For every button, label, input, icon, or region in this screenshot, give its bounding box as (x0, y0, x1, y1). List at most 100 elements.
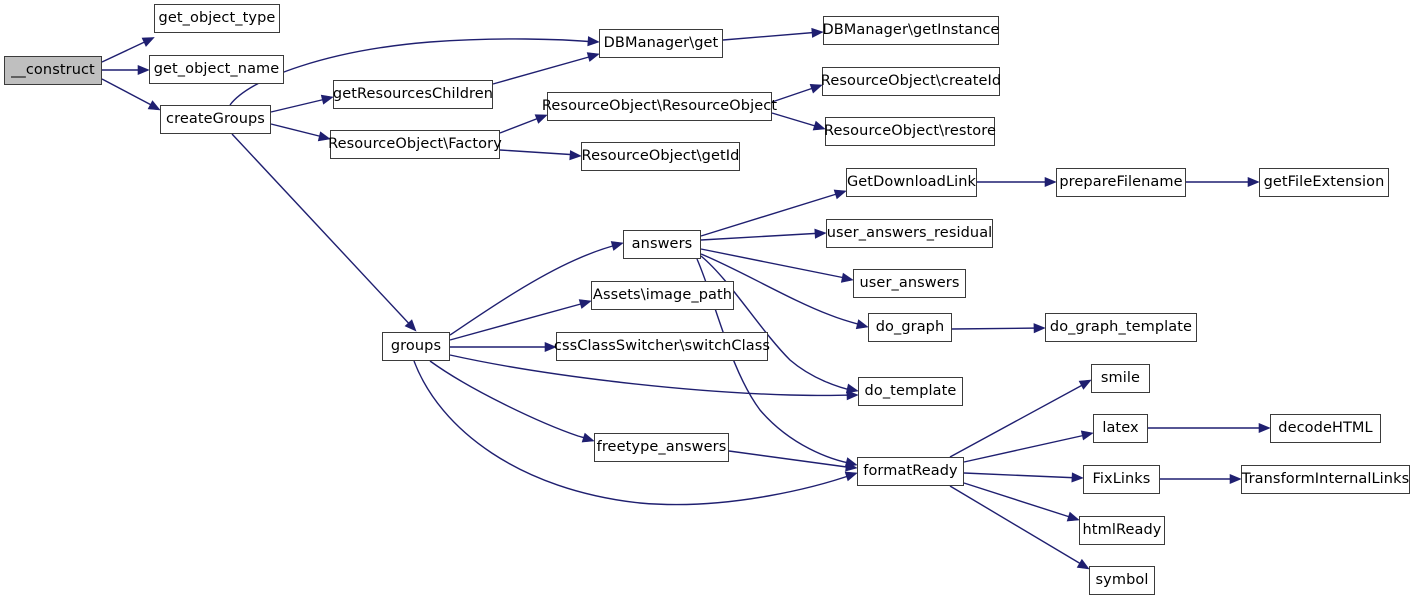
graph-node-user_answers_residual[interactable]: user_answers_residual (826, 219, 993, 248)
graph-node-get_object_type[interactable]: get_object_type (154, 4, 280, 33)
graph-node-latex[interactable]: latex (1093, 414, 1148, 443)
edge-construct-to-get_object_type (101, 38, 152, 63)
edge-groups-to-answers (449, 243, 621, 336)
graph-node-GetDownloadLink[interactable]: GetDownloadLink (846, 168, 977, 197)
graph-node-label: do_graph_template (1049, 319, 1193, 336)
edge-answers-to-do_template (700, 255, 856, 392)
edge-createGroups-to-groups (231, 133, 415, 330)
arrowhead-answers-to-user_answers (840, 272, 854, 283)
graph-node-label: get_object_name (153, 61, 280, 78)
graph-node-decodeHTML[interactable]: decodeHTML (1270, 414, 1381, 443)
graph-node-label: ResourceObject\getId (581, 148, 740, 165)
edge-freetype_answers-to-formatReady (728, 450, 855, 469)
edge-answers-to-user_answers_residual (700, 232, 824, 241)
graph-node-label: GetDownloadLink (846, 174, 977, 191)
edge-createGroups-to-ResourceObject_Factory (270, 123, 328, 139)
edge-ResourceObject_Factory-to-ResourceObject_getId (499, 149, 579, 156)
graph-node-do_template[interactable]: do_template (858, 377, 963, 406)
graph-node-label: decodeHTML (1278, 420, 1373, 437)
graph-node-htmlReady[interactable]: htmlReady (1079, 516, 1165, 545)
graph-node-label: do_template (864, 383, 957, 400)
arrowhead-groups-to-freetype_answers (581, 432, 595, 443)
graph-node-label: cssClassSwitcher\switchClass (553, 338, 771, 355)
arrowhead-createGroups-to-groups (404, 319, 417, 332)
graph-node-user_answers[interactable]: user_answers (853, 269, 966, 298)
arrowhead-ResourceObject_Factory-to-ResourceObject_getId (569, 150, 582, 161)
graph-node-createGroups[interactable]: createGroups (160, 105, 271, 134)
arrowhead-prepareFilename-to-getFileExtension (1247, 176, 1260, 188)
graph-node-label: answers (631, 236, 693, 253)
edge-groups-to-formatReady (413, 360, 855, 506)
graph-node-get_object_name[interactable]: get_object_name (149, 55, 284, 84)
arrowhead-createGroups-to-DBManager_get (587, 36, 600, 47)
graph-node-label: TransformInternalLinks (1241, 471, 1410, 488)
edge-groups-to-do_template (449, 354, 856, 397)
edge-answers-to-user_answers (700, 248, 851, 280)
graph-node-freetype_answers[interactable]: freetype_answers (594, 433, 729, 462)
arrowhead-answers-to-do_template (845, 383, 859, 394)
arrowhead-freetype_answers-to-formatReady (845, 461, 858, 472)
arrowhead-groups-to-answers (610, 241, 624, 251)
graph-node-DBManager_get[interactable]: DBManager\get (599, 29, 723, 58)
edge-groups-to-freetype_answers (429, 360, 592, 441)
graph-node-ResourceObject_Factory[interactable]: ResourceObject\Factory (328, 130, 502, 159)
graph-node-symbol[interactable]: symbol (1089, 566, 1155, 595)
graph-node-formatReady[interactable]: formatReady (857, 457, 964, 486)
graph-node-FixLinks[interactable]: FixLinks (1083, 465, 1160, 494)
edge-formatReady-to-latex (963, 433, 1091, 463)
arrowhead-groups-to-cssClassSwitcher_switchClass (544, 341, 557, 353)
graph-node-TransformInternalLinks[interactable]: TransformInternalLinks (1241, 465, 1410, 494)
graph-node-answers[interactable]: answers (623, 230, 701, 259)
graph-node-ResourceObject_getId[interactable]: ResourceObject\getId (581, 142, 740, 171)
graph-node-label: latex (1102, 420, 1139, 437)
edge-formatReady-to-FixLinks (963, 472, 1081, 479)
graph-node-cssClassSwitcher_switchClass[interactable]: cssClassSwitcher\switchClass (553, 332, 771, 361)
arrowhead-getResourcesChildren-to-DBManager_get (586, 52, 600, 62)
arrowhead-createGroups-to-ResourceObject_Factory (317, 131, 331, 142)
graph-node-label: getFileExtension (1263, 174, 1385, 191)
graph-node-do_graph[interactable]: do_graph (868, 313, 952, 342)
graph-node-DBManager_getInstance[interactable]: DBManager\getInstance (822, 16, 999, 45)
arrowhead-formatReady-to-latex (1080, 430, 1094, 441)
graph-node-ResourceObject_createId[interactable]: ResourceObject\createId (820, 67, 1002, 96)
graph-node-smile[interactable]: smile (1091, 364, 1150, 393)
graph-node-label: groups (390, 338, 442, 355)
graph-node-label: freetype_answers (596, 439, 727, 456)
graph-node-getFileExtension[interactable]: getFileExtension (1259, 168, 1389, 197)
arrowhead-construct-to-createGroups (147, 100, 161, 111)
graph-node-construct[interactable]: __construct (4, 56, 102, 85)
edge-groups-to-Assets_image_path (449, 301, 589, 341)
graph-node-label: ResourceObject\createId (820, 73, 1002, 90)
graph-node-prepareFilename[interactable]: prepareFilename (1056, 168, 1186, 197)
graph-node-label: ResourceObject\restore (823, 123, 997, 140)
graph-node-label: user_answers (859, 275, 960, 292)
graph-node-label: get_object_type (158, 10, 276, 27)
arrowhead-ResourceObject_Factory-to-ResourceObject_ResourceObject (534, 114, 548, 124)
arrowhead-formatReady-to-smile (1078, 379, 1092, 390)
edge-getResourcesChildren-to-DBManager_get (492, 54, 597, 85)
arrowhead-ResourceObject_ResourceObject-to-ResourceObject_createId (809, 83, 823, 94)
arrowhead-formatReady-to-htmlReady (1066, 511, 1080, 522)
graph-node-Assets_image_path[interactable]: Assets\image_path (591, 281, 734, 310)
graph-node-ResourceObject_ResourceObject[interactable]: ResourceObject\ResourceObject (542, 92, 777, 121)
edge-DBManager_get-to-DBManager_getInstance (722, 31, 821, 41)
arrowhead-DBManager_get-to-DBManager_getInstance (811, 27, 824, 38)
arrowhead-GetDownloadLink-to-prepareFilename (1044, 176, 1057, 188)
graph-node-label: do_graph (875, 319, 945, 336)
arrowhead-FixLinks-to-TransformInternalLinks (1229, 473, 1242, 485)
edge-answers-to-do_graph (700, 253, 866, 327)
arrowhead-groups-to-Assets_image_path (578, 299, 592, 309)
edge-do_graph-to-do_graph_template (951, 327, 1043, 330)
graph-node-ResourceObject_restore[interactable]: ResourceObject\restore (823, 117, 997, 146)
arrowhead-answers-to-GetDownloadLink (833, 189, 847, 200)
graph-node-do_graph_template[interactable]: do_graph_template (1045, 313, 1197, 342)
graph-node-groups[interactable]: groups (382, 332, 450, 361)
graph-node-getResourcesChildren[interactable]: getResourcesChildren (333, 80, 493, 109)
edge-formatReady-to-htmlReady (963, 482, 1077, 520)
edge-formatReady-to-symbol (949, 485, 1087, 568)
graph-node-label: ResourceObject\Factory (328, 136, 502, 153)
graph-node-label: htmlReady (1082, 522, 1162, 539)
arrowhead-formatReady-to-symbol (1076, 558, 1090, 570)
